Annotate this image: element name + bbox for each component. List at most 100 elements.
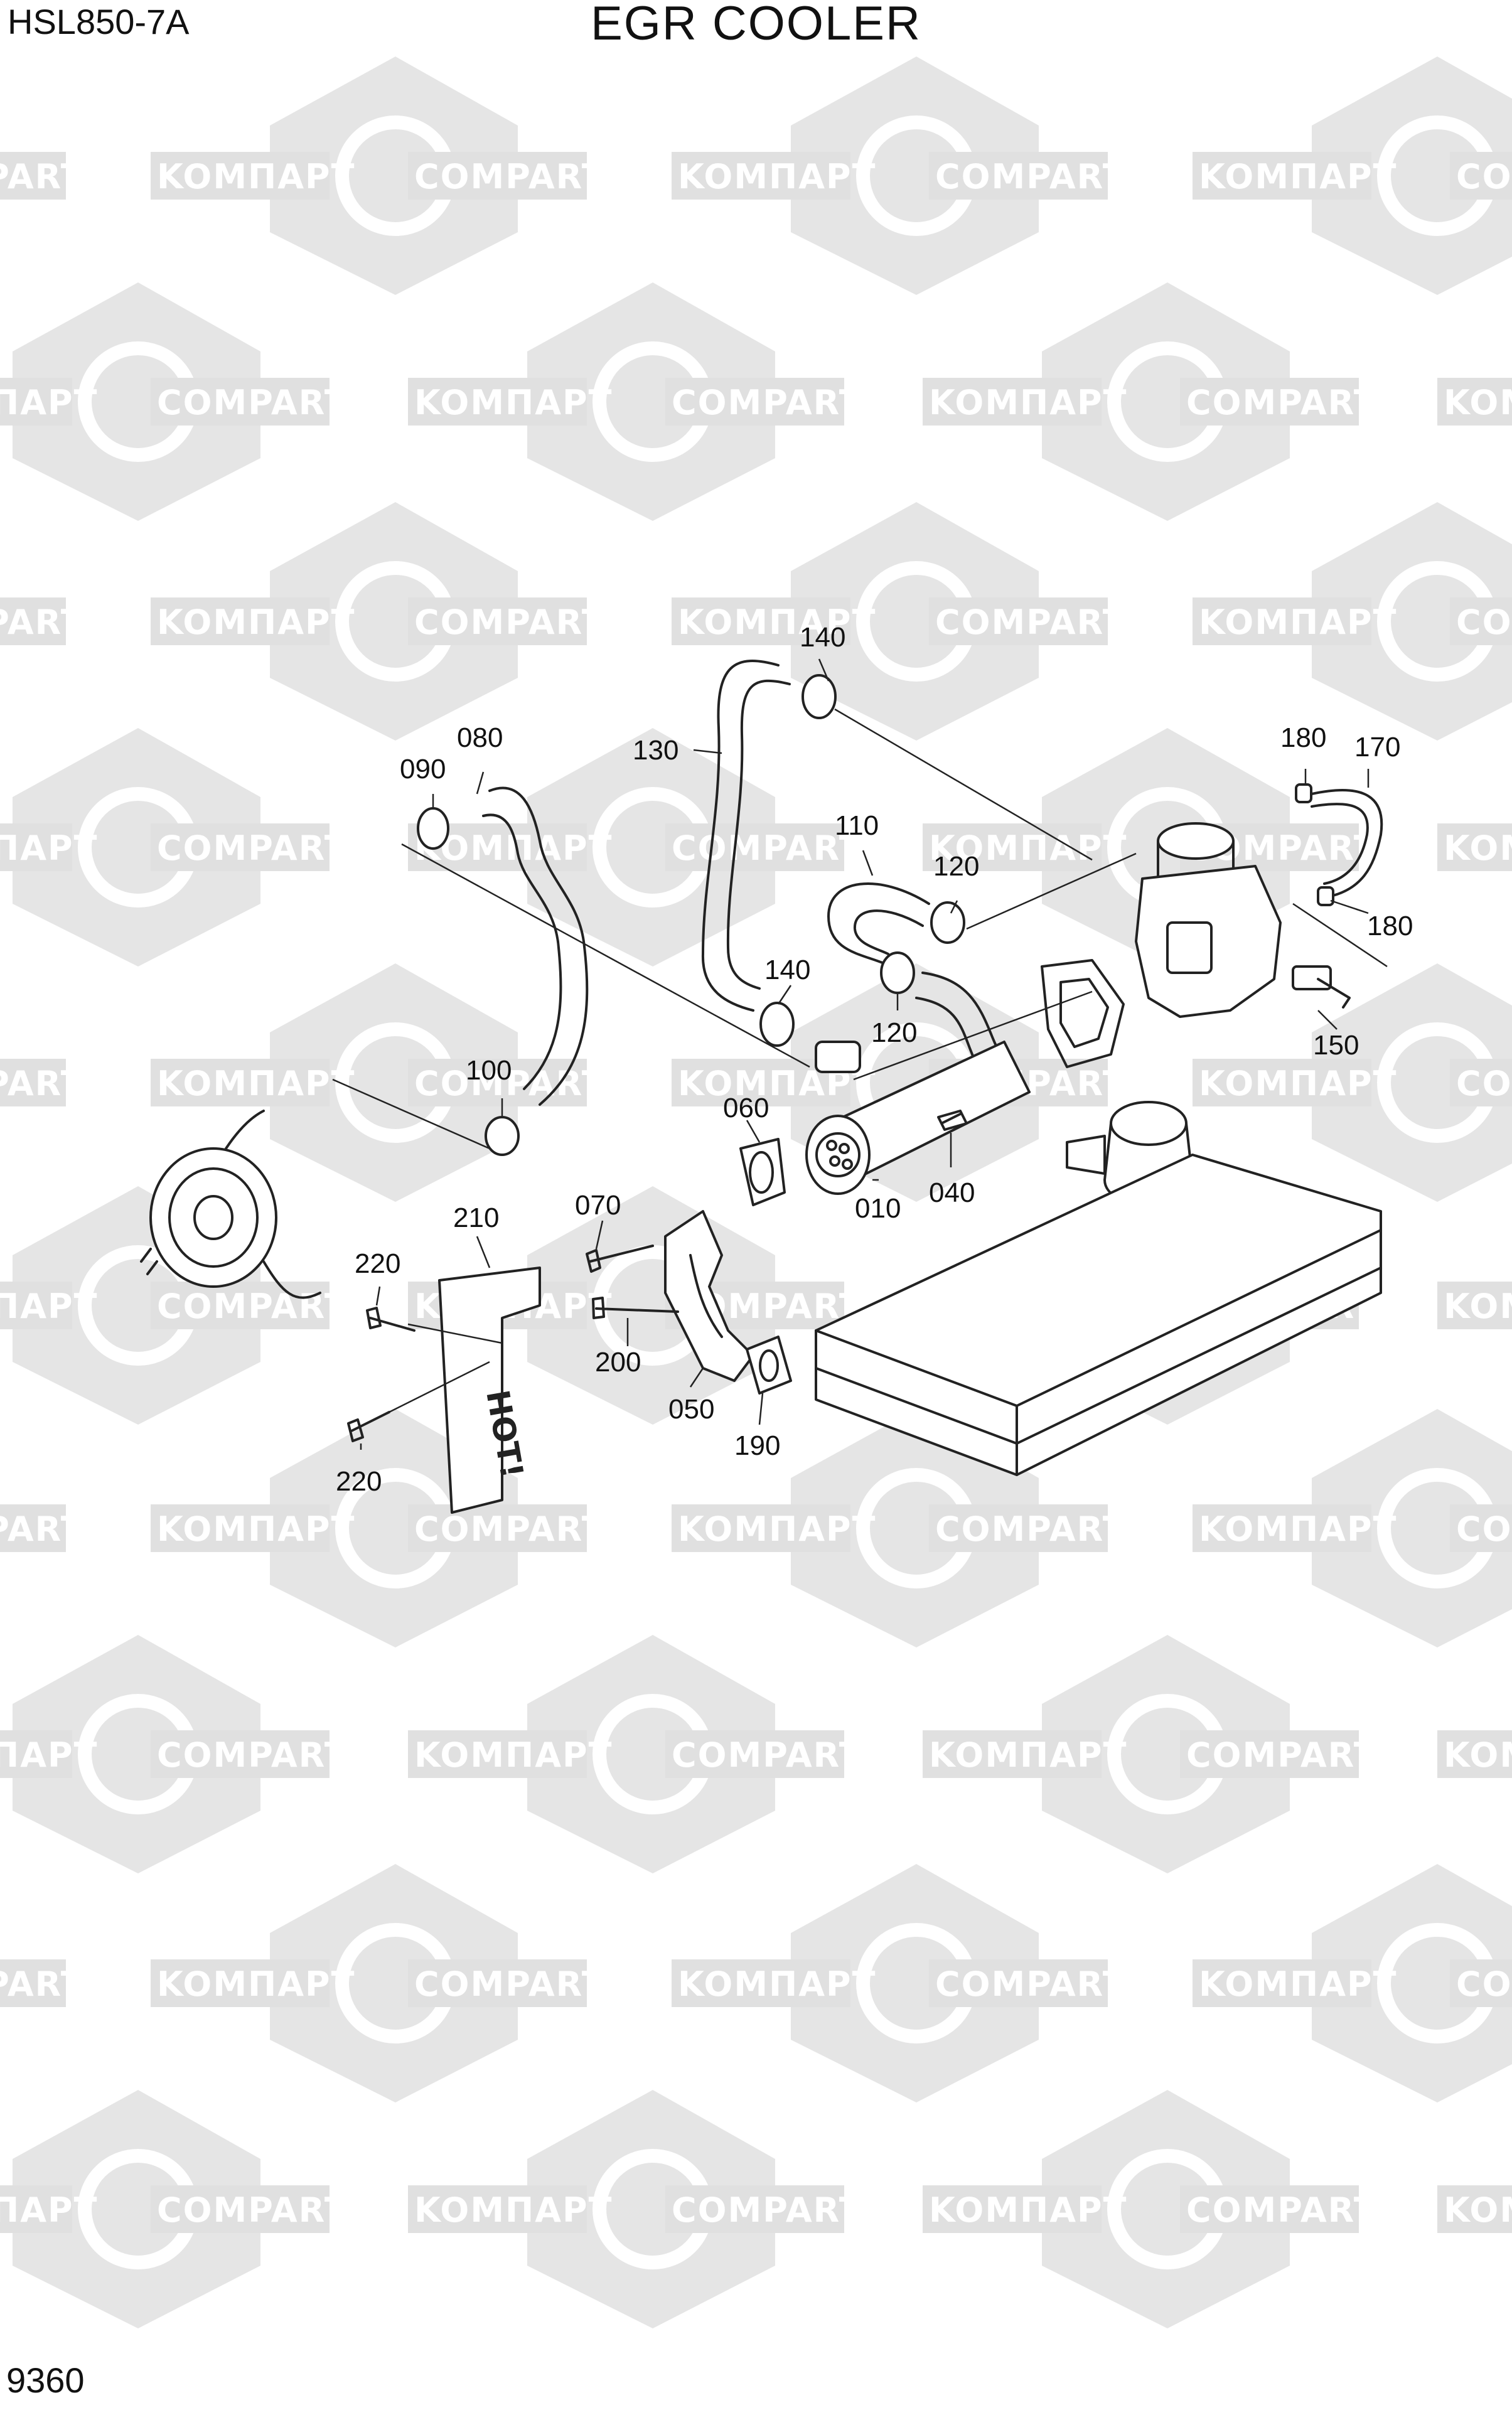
watermark-text-left: KOMПAPT [157,157,355,196]
watermark-text-left: KOMПAPT [0,1735,98,1775]
callout-050: 050 [668,1394,714,1425]
gasket [739,1138,786,1206]
exploded-view-drawing: HOT! [140,660,1383,1514]
watermark-text-right: COMPART [0,1064,85,1103]
watermark-text-left: KOMПAPT [1444,1287,1512,1326]
callout-070: 070 [575,1190,621,1221]
watermark-tile: KOMПAPT COMPART [0,1635,349,1873]
hose-clamp-upper [802,674,837,719]
small-pipe [1311,789,1383,899]
watermark-text-right: COMPART [1456,1064,1512,1103]
watermark-text-right: COMPART [157,383,349,422]
callout-140: 140 [800,622,845,653]
watermark-tile: KOMПAPT COMPART [672,502,1127,741]
watermark-text-right: COMPART [1456,602,1512,642]
watermark-text-right: COMPART [0,157,85,196]
hose-clamp-bottom [485,1116,520,1156]
watermark-text-left: KOMПAPT [414,2190,613,2230]
gasket-lower [746,1336,792,1395]
watermark-text-left: KOMПAPT [157,1064,355,1103]
bolt-upper [366,1307,416,1332]
watermark-text-right: COMPART [414,1064,606,1103]
watermark-text-right: COMPART [935,157,1127,196]
bolt-short [586,1245,654,1273]
watermark-text-left: KOMПAPT [929,1735,1127,1775]
watermark-text-right: COMPART [157,2190,349,2230]
watermark-text-right: COMPART [1186,383,1378,422]
watermark-tile: KOMПAPT COMPART [151,963,606,1202]
callout-180: 180 [1280,722,1326,753]
watermark-tile: KOMПAPT COMPART [923,1635,1378,1873]
watermark-text-right: COMPART [935,602,1127,642]
watermark-text-left: KOMПAPT [1199,1964,1397,2004]
watermark-text-right: COMPART [672,2190,864,2230]
hose-clamp-middle-top [930,901,965,944]
watermark-text-left: KOMПAPT [0,383,98,422]
watermark-tile: KOMПAPT COMPART [408,2090,864,2328]
callout-210: 210 [453,1202,499,1233]
page-title: EGR COOLER [591,0,921,50]
leader-lines [332,658,1388,1450]
coolant-hose-left [488,786,589,1106]
watermark-text-right: COMPART [672,828,864,868]
watermark-text-right: COMPART [935,1964,1127,2004]
watermark-text-right: COMPART [672,383,864,422]
watermark-text-left: KOMПAPT [414,1735,613,1775]
callout-130: 130 [633,735,678,766]
valve-gasket [1041,959,1125,1068]
bolt-long [592,1297,679,1319]
watermark-tile: KOMПAPT COMPART [1193,56,1512,295]
watermark-text-right: COMPART [157,1735,349,1775]
hose-clamp-left [417,807,449,850]
watermark-text-right: COMPART [0,1964,85,2004]
watermark-text-left: KOMПAPT [0,2190,98,2230]
callout-220: 220 [355,1248,400,1279]
watermark-text-left: KOMПAPT [678,602,876,642]
callout-090: 090 [400,754,446,785]
heat-shield: HOT! [438,1267,541,1514]
watermark-text-left: KOMПAPT [0,828,98,868]
callout-010: 010 [855,1193,901,1224]
oil-cooler [140,1110,321,1299]
callout-150: 150 [1313,1030,1359,1061]
watermark-text-right: COMPART [672,1735,864,1775]
watermark-text-right: COMPART [414,1509,606,1549]
watermark-text-right: COMPART [1186,1735,1378,1775]
watermark-text-right: COMPART [1456,157,1512,196]
watermark-text-left: KOMПAPT [1444,2190,1512,2230]
watermark-text-left: KOMПAPT [678,1509,876,1549]
watermark-text-right: COMPART [1186,2190,1378,2230]
watermark-text-left: KOMПAPT [1199,157,1397,196]
bolt [937,1110,968,1131]
watermark-text-right: COMPART [0,1509,85,1549]
watermark-tile: KOMПAPT COMPART [151,1409,606,1647]
watermark-text-left: KOMПAPT [157,1509,355,1549]
watermark-text-right: COMPART [1456,1509,1512,1549]
page-number: 9360 [6,2360,85,2400]
callout-220: 220 [336,1466,382,1497]
watermark-tile: KOMПAPT COMPART [408,1635,864,1873]
callout-190: 190 [734,1430,780,1461]
watermark-text-left: KOMПAPT [157,602,355,642]
egr-cooler [805,1041,1031,1195]
watermark-tile: KOMПAPT COMPART [0,2090,349,2328]
callout-200: 200 [595,1347,641,1378]
callout-120: 120 [933,851,979,882]
callout-labels: 140 130 080 090 110 120 180 170 180 140 … [336,622,1413,1497]
cylinder-head [815,1154,1382,1476]
